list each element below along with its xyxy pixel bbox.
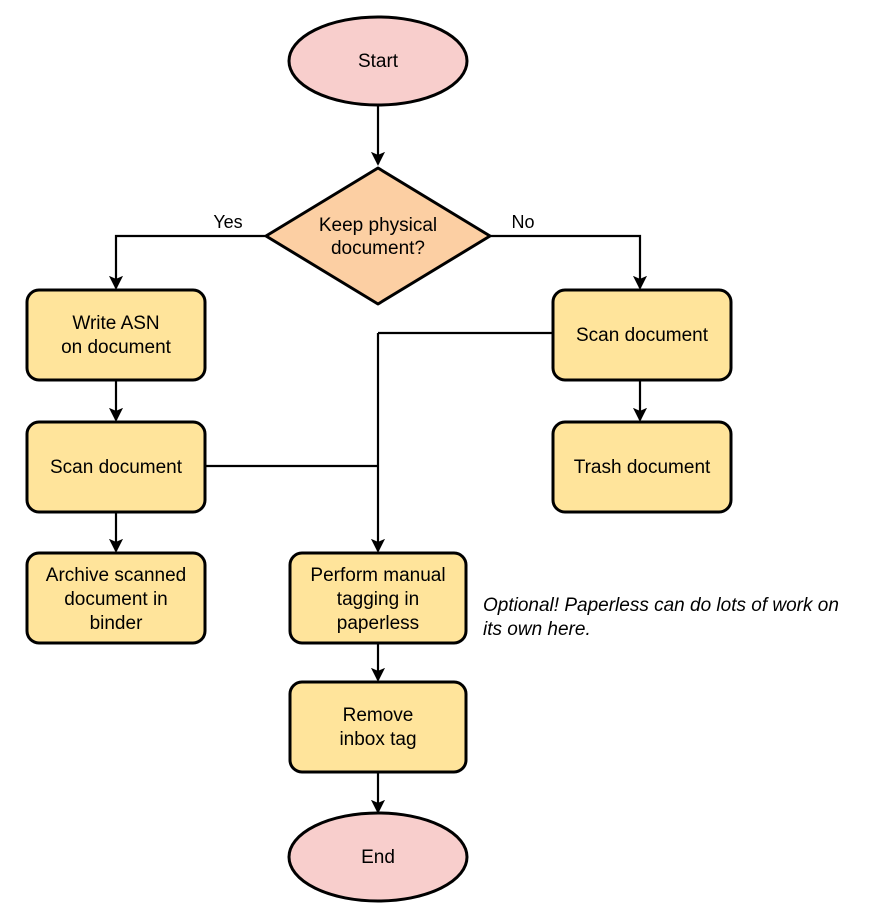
manual-tagging-label-line-2: tagging in xyxy=(337,589,419,610)
annotation-optional-note: Optional! Paperless can do lots of work … xyxy=(483,595,839,640)
decision-label-line-2: document? xyxy=(331,238,425,259)
archive-binder-label-line-2: document in xyxy=(64,589,168,610)
edge-decision-to-scan-right xyxy=(490,234,648,290)
remove-inbox-tag-label-line-1: Remove xyxy=(343,705,414,726)
node-trash-document[interactable]: Trash document xyxy=(551,420,733,514)
annotation-line-1: Optional! Paperless can do lots of work … xyxy=(483,595,839,616)
edge-decision-to-write-asn xyxy=(108,234,265,290)
node-keep-physical-document[interactable]: Keep physical document? xyxy=(264,166,492,306)
end-ellipse-shape xyxy=(287,811,469,903)
archive-binder-box-shape xyxy=(25,551,207,645)
end-label: End xyxy=(361,847,395,868)
decision-diamond-shape xyxy=(264,166,492,306)
archive-binder-label-line-3: binder xyxy=(90,613,143,634)
scan-document-left-box-shape xyxy=(25,420,207,514)
start-ellipse-shape xyxy=(287,15,469,107)
node-manual-tagging[interactable]: Perform manual tagging in paperless xyxy=(288,551,468,645)
remove-inbox-tag-box-shape xyxy=(288,680,468,774)
edge-label-no: No xyxy=(511,212,534,232)
manual-tagging-label-line-3: paperless xyxy=(337,613,419,634)
write-asn-label-line-1: Write ASN xyxy=(72,313,159,334)
manual-tagging-box-shape xyxy=(288,551,468,645)
edge-label-yes: Yes xyxy=(213,212,242,232)
edge-label-layer: Yes No xyxy=(213,212,534,232)
node-start[interactable]: Start xyxy=(287,15,469,107)
scan-document-right-box-shape xyxy=(551,288,733,382)
node-end[interactable]: End xyxy=(287,811,469,903)
write-asn-box-shape xyxy=(25,288,207,382)
node-write-asn[interactable]: Write ASN on document xyxy=(25,288,207,382)
node-remove-inbox-tag[interactable]: Remove inbox tag xyxy=(288,680,468,774)
trash-document-box-shape xyxy=(551,420,733,514)
annotation-line-2: its own here. xyxy=(483,619,591,640)
edge-layer xyxy=(108,104,648,814)
scan-document-left-label: Scan document xyxy=(50,457,183,478)
node-scan-document-right[interactable]: Scan document xyxy=(551,288,733,382)
manual-tagging-label-line-1: Perform manual xyxy=(310,565,445,586)
archive-binder-label-line-1: Archive scanned xyxy=(46,565,186,586)
write-asn-label-line-2: on document xyxy=(61,337,172,358)
start-label: Start xyxy=(358,51,399,72)
scan-document-right-label: Scan document xyxy=(576,325,709,346)
node-scan-document-left[interactable]: Scan document xyxy=(25,420,207,514)
trash-document-label: Trash document xyxy=(574,457,711,478)
decision-label-line-1: Keep physical xyxy=(319,215,437,236)
remove-inbox-tag-label-line-2: inbox tag xyxy=(339,729,416,750)
node-archive-binder[interactable]: Archive scanned document in binder xyxy=(25,551,207,645)
